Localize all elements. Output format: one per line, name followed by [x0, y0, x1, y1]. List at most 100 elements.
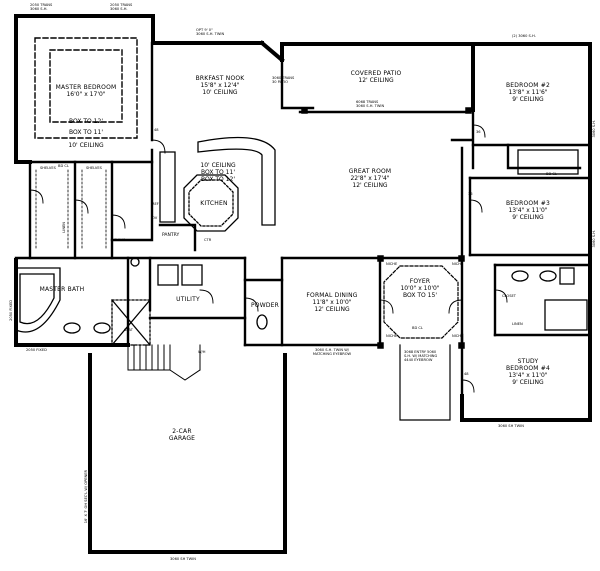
- room-name: BEDROOM #3: [505, 200, 551, 207]
- foyer-box: BOX TO 15': [403, 292, 437, 299]
- master-bedroom-ceiling: 10' CEILING: [68, 142, 104, 149]
- note-top-left: 2050 TRANS 3060 S.H.: [30, 3, 52, 11]
- note-shlvs: SHLVS: [114, 238, 126, 242]
- kitchen-ceiling-label: 10' CEILING BOX TO 11' BOX TO 12': [200, 162, 235, 183]
- note-shelves: SHELVES: [40, 166, 56, 170]
- note-linen-2: LINEN: [512, 322, 523, 326]
- note-right-side: 3060 S.H.: [592, 230, 596, 248]
- room-name: POWDER: [250, 302, 280, 309]
- great-room-label: GREAT ROOM 22'8" x 17'4" 12' CEILING: [349, 168, 392, 189]
- garage-label: 2-CAR GARAGE: [169, 428, 195, 442]
- room-size: 22'8" x 17'4": [350, 175, 390, 182]
- room-ceiling: 9' CEILING: [512, 96, 544, 103]
- note-niche-4: NICHE: [452, 334, 464, 338]
- kitchen-label: KITCHEN: [200, 200, 227, 207]
- formal-dining-label: FORMAL DINING 11'8" x 10'0" 12' CEILING: [306, 292, 357, 313]
- note-left-fixed-2: 2050 FIXED: [26, 348, 47, 352]
- bedroom2-label: BEDROOM #2 13'8" x 11'6" 9' CEILING: [506, 82, 550, 103]
- powder-label: POWDER: [251, 302, 279, 309]
- kitchen-box1: BOX TO 11': [201, 169, 235, 176]
- note-patio-door: 6068 TRANS 3060 S.H. TWIN: [356, 100, 384, 108]
- door-swings: [29, 124, 508, 393]
- note-line: 6068 TRANS: [356, 100, 379, 104]
- note-ov: OV: [152, 216, 158, 220]
- garage-steps: [127, 344, 201, 381]
- note-study-bottom: 3060 SH TWIN: [498, 424, 524, 428]
- note-niche-2: NICHE: [452, 262, 464, 266]
- brkfast-nook-label: BRKFAST NOOK 15'8" x 12'4" 10' CEILING: [196, 75, 245, 96]
- note-ctr: CTR: [204, 238, 212, 242]
- master-bath-label: MASTER BATH: [40, 286, 85, 293]
- note-bd-cl-2: BD CL: [546, 172, 557, 176]
- note-left-fixed-1: 2050 FIXED: [9, 300, 13, 321]
- note-top-mid: 2050 TRANS 3060 S.H.: [110, 3, 132, 11]
- note-line: 3060 S.H. TWIN: [196, 32, 225, 37]
- room-ceiling: 12' CEILING: [358, 77, 394, 84]
- room-name: UTILITY: [176, 296, 200, 303]
- master-bedroom-label: MASTER BEDROOM 16'0" x 17'0": [56, 84, 117, 98]
- note-48: 48: [154, 128, 159, 132]
- note-niche-3: NICHE: [386, 334, 398, 338]
- bedroom3-label: BEDROOM #3 13'4" x 11'0" 9' CEILING: [506, 200, 550, 221]
- room-name: MASTER BATH: [39, 286, 85, 293]
- room-name: FOYER: [409, 278, 431, 285]
- room-size: 13'4" x 11'0": [508, 207, 548, 214]
- room-size: 11'8" x 10'0": [312, 299, 352, 306]
- note-48b: 48: [464, 372, 469, 376]
- note-shelves-2: SHELVES: [86, 166, 102, 170]
- room-name: BEDROOM #2: [505, 82, 551, 89]
- utility-label: UTILITY: [176, 296, 200, 303]
- tray-ceiling-outline: [34, 37, 138, 139]
- interior-walls: [14, 41, 592, 422]
- note-36b: 36: [468, 192, 473, 196]
- room-ceiling: 10' CEILING: [200, 162, 236, 169]
- foyer-octagon: [383, 265, 459, 339]
- room-size: 10'0" x 10'0": [400, 285, 440, 292]
- room-ceiling: 12' CEILING: [314, 306, 350, 313]
- master-bedroom-box1: BOX TO 12': [69, 118, 103, 125]
- master-bedroom-box2: BOX TO 11': [69, 129, 103, 136]
- note-line: 3060 S.H.: [30, 7, 48, 12]
- note-nook-side: 3060 TRANS 30 PATIO: [272, 76, 295, 85]
- note-entry-door: 3068 ENTRY 5060 S.H. W/ MATCHING 4440 EY…: [404, 350, 438, 363]
- room-name: MASTER BEDROOM: [55, 84, 117, 91]
- bath-fixtures: [15, 149, 588, 346]
- note-nook-top: OPT 9' 0" 3060 S.H. TWIN: [196, 28, 224, 36]
- room-ceiling: 9' CEILING: [512, 379, 544, 386]
- room-size: 13'8" x 11'6": [508, 89, 548, 96]
- note-line: OPT 9' 0": [196, 28, 213, 32]
- entry-porch: [399, 344, 451, 421]
- note-bd-cl-hall: BD CL: [412, 326, 423, 330]
- note-seat: SEAT: [124, 328, 133, 332]
- note-garage-door: 16' X 7' OH SEC'L W/ OPENER: [84, 470, 88, 524]
- note-line: 2050 TRANS: [110, 3, 133, 7]
- note-garage-bottom: 3060 SH TWIN: [170, 557, 196, 561]
- note-dining-window: 3060 S.H. TWIN W/ MATCHING EYEBROW: [312, 348, 352, 357]
- room-name: COVERED PATIO: [350, 70, 402, 77]
- foyer-label: FOYER 10'0" x 10'0" BOX TO 15': [400, 278, 439, 299]
- columns: [301, 107, 472, 349]
- room-ceiling: 9' CEILING: [512, 214, 544, 221]
- study-label: STUDY BEDROOM #4 13'4" x 11'0" 9' CEILIN…: [506, 358, 550, 386]
- room-size: 13'4" x 11'0": [508, 372, 548, 379]
- note-bed3-side: 3060 S.H.: [592, 120, 596, 138]
- note-36: 36: [476, 130, 481, 134]
- note-line: 2050 TRANS: [30, 3, 53, 7]
- room-ceiling: 12' CEILING: [352, 182, 388, 189]
- covered-patio-label: COVERED PATIO 12' CEILING: [351, 70, 402, 84]
- note-bd-cl: BD CL: [58, 164, 69, 168]
- room-name: FORMAL DINING: [306, 292, 358, 299]
- note-line: 3060 S.H. TWIN: [356, 104, 385, 109]
- note-wh: W/H: [198, 350, 206, 354]
- room-name: BRKFAST NOOK: [195, 75, 245, 82]
- room-name: STUDY: [517, 358, 539, 365]
- note-ref: REF: [152, 202, 159, 206]
- room-name: GREAT ROOM: [348, 168, 392, 175]
- room-subname: GARAGE: [168, 435, 196, 442]
- room-subname: BEDROOM #4: [505, 365, 551, 372]
- closet-shelves: [35, 169, 371, 259]
- note-closet: CLOSET: [502, 294, 516, 298]
- pantry-label: PANTRY: [162, 233, 180, 238]
- kitchen-box2: BOX TO 12': [201, 176, 235, 183]
